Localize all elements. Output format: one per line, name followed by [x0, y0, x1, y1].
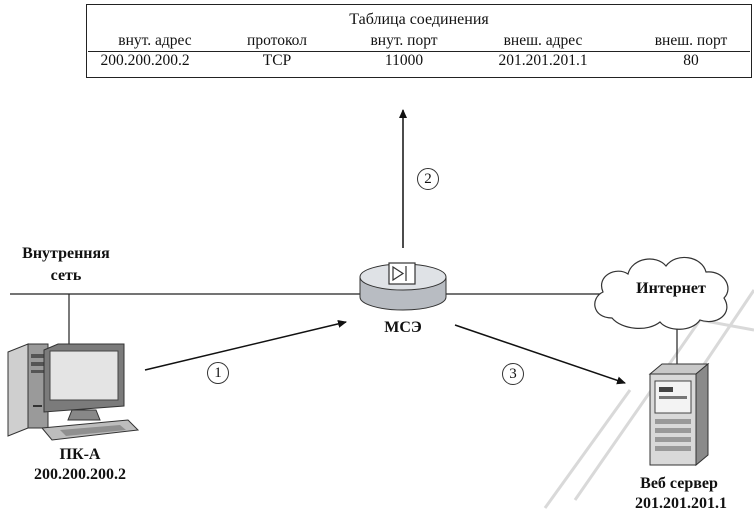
pc-icon — [7, 343, 140, 441]
cell-external-address: 201.201.201.1 — [498, 52, 588, 69]
table-header-divider — [88, 51, 750, 52]
connection-table-title: Таблица соединения — [349, 11, 489, 28]
step-1-marker: 1 — [207, 362, 229, 384]
pc-name-label: ПК-А — [59, 446, 101, 463]
pc-ip-label: 200.200.200.2 — [34, 466, 126, 483]
cell-protocol: TCP — [262, 52, 292, 69]
server-ip-label: 201.201.201.1 — [635, 495, 727, 512]
cell-internal-address: 200.200.200.2 — [100, 52, 190, 69]
arrow-step-1 — [144, 319, 347, 371]
cell-internal-port: 11000 — [384, 52, 424, 69]
internet-label: Интернет — [636, 280, 706, 297]
header-internal-address: внут. адрес — [118, 32, 192, 49]
internal-network-label-line2: сеть — [50, 267, 82, 284]
server-icon — [648, 362, 710, 467]
cloud-icon — [594, 256, 729, 330]
internal-network-label-line1: Внутренняя — [22, 245, 110, 262]
header-protocol: протокол — [247, 32, 307, 49]
header-internal-port: внут. порт — [370, 32, 438, 49]
step-3-marker: 3 — [502, 363, 524, 385]
connection-table: Таблица соединения внут. адрес протокол … — [86, 4, 752, 78]
server-name-label: Веб сервер — [640, 475, 718, 492]
cell-external-port: 80 — [683, 52, 699, 69]
header-external-port: внеш. порт — [654, 32, 728, 49]
arrow-step-3 — [454, 324, 626, 385]
firewall-icon — [359, 262, 447, 311]
firewall-label: МСЭ — [384, 319, 422, 336]
step-2-marker: 2 — [417, 168, 439, 190]
header-external-address: внеш. адрес — [503, 32, 583, 49]
